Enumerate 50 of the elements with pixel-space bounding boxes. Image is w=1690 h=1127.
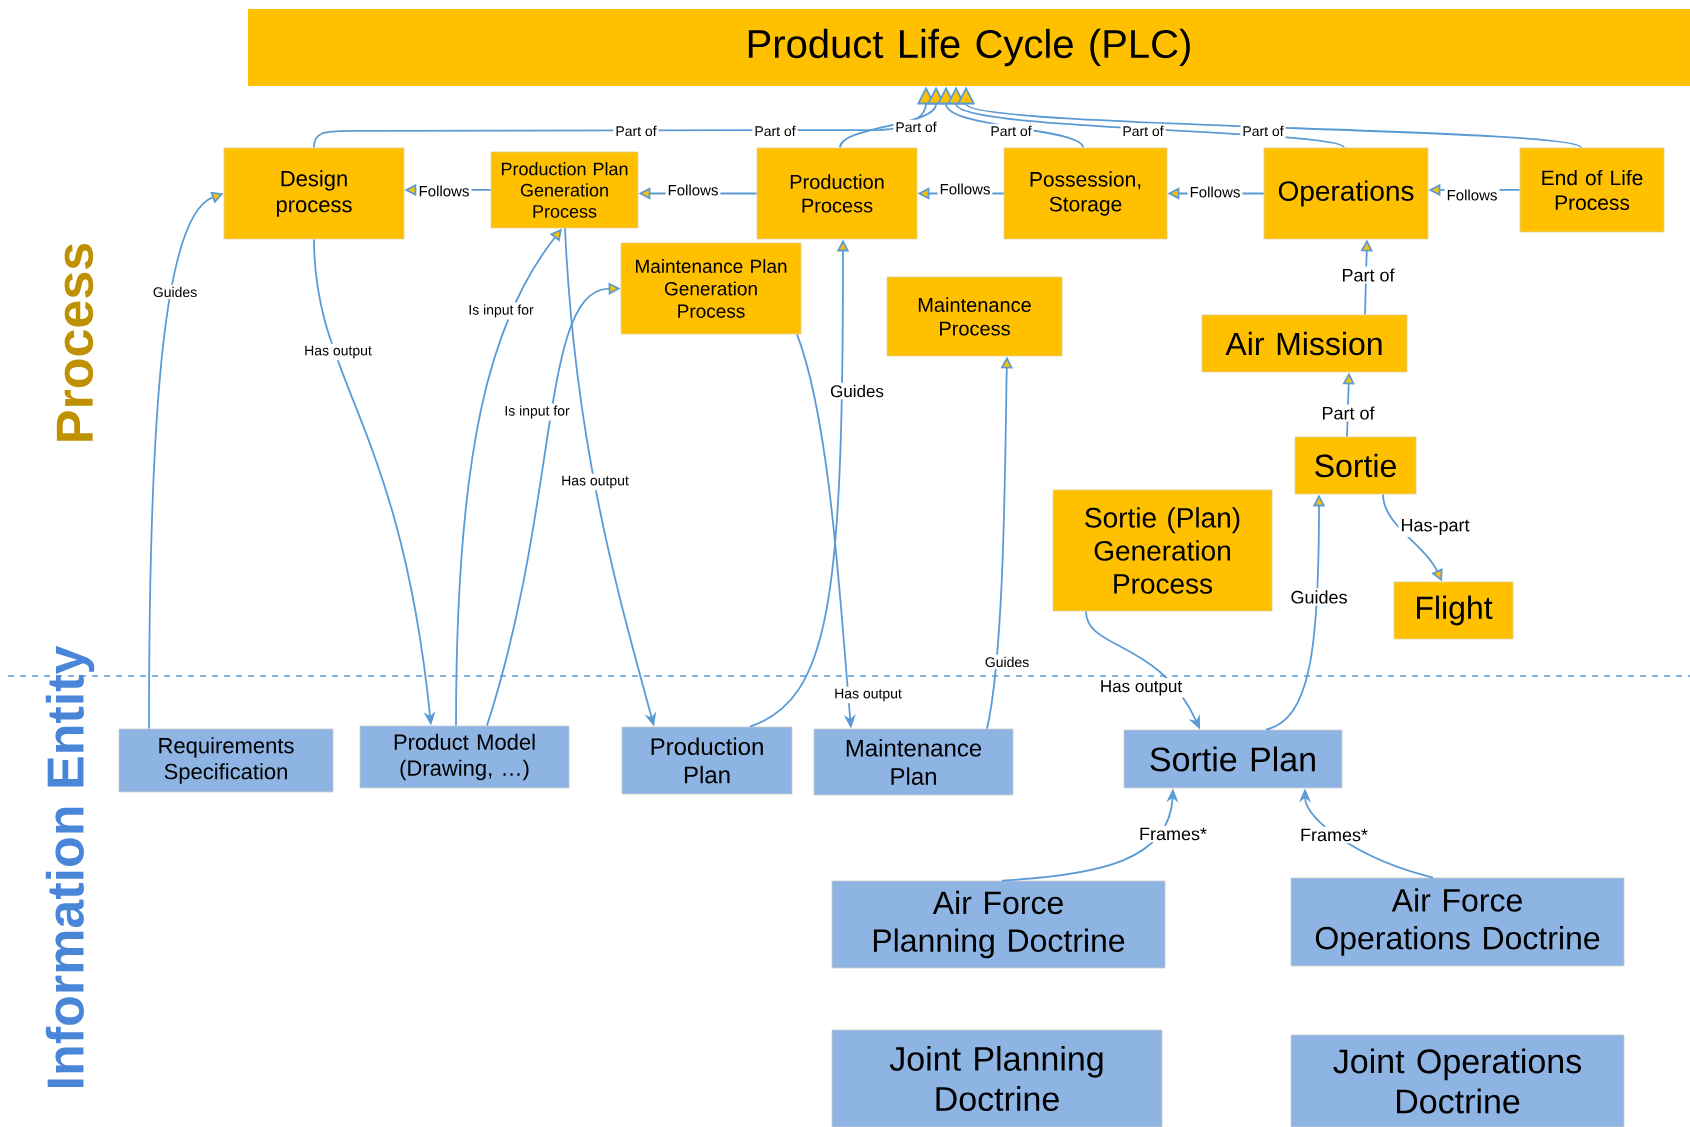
edge-label: Follows — [937, 181, 993, 197]
edge-label: Has output — [302, 343, 374, 361]
entity-box: Production Plan — [621, 726, 793, 795]
process-box: Air Mission — [1201, 314, 1408, 373]
entity-box: Air Force Operations Doctrine — [1290, 877, 1625, 967]
process-box: Production Process — [756, 147, 918, 240]
relation-label: Part of — [752, 123, 798, 139]
section-label: Process — [56, 243, 94, 441]
edge-label: Has-part — [1398, 516, 1472, 538]
edge-label: Is input for — [466, 302, 536, 320]
edge-label: Follows — [1187, 184, 1243, 200]
edge-label: Is input for — [502, 403, 572, 421]
process-box: Flight — [1393, 581, 1514, 640]
title-banner: Product Life Cycle (PLC) — [248, 9, 1690, 86]
process-box: Maintenance Process — [886, 276, 1063, 357]
process-box: Possession, Storage — [1003, 147, 1168, 240]
edge-label: Part of — [613, 123, 659, 139]
process-box: Production Plan Generation Process — [490, 151, 639, 229]
edge-label: Guides — [828, 382, 886, 400]
section-label: Information Entity — [45, 645, 95, 1087]
process-box: Design process — [223, 147, 405, 240]
edge-label: Part of — [1240, 123, 1286, 139]
entity-box: Air Force Planning Doctrine — [831, 880, 1166, 969]
edge-label: Part of — [1339, 266, 1397, 284]
process-box: Sortie — [1294, 436, 1417, 495]
edge-label: Follows — [416, 183, 472, 199]
edge-label: Guides — [1288, 588, 1350, 606]
entity-box: Product Model (Drawing, …) — [359, 725, 570, 789]
entity-box: Sortie Plan — [1123, 729, 1343, 789]
edge-label: Has output — [832, 686, 904, 704]
edge-label: Part of — [988, 123, 1034, 139]
edge-label: Part of — [1120, 123, 1166, 139]
entity-box: Joint Operations Doctrine — [1290, 1034, 1625, 1127]
process-box: End of Life Process — [1519, 147, 1665, 233]
edge-label: Frames* — [1298, 826, 1370, 844]
entity-box: Joint Planning Doctrine — [831, 1029, 1163, 1127]
edge-label: Guides — [982, 654, 1032, 670]
edge-label: Part of — [1319, 404, 1377, 422]
edge-label: Follows — [665, 182, 721, 198]
process-box: Sortie (Plan) Generation Process — [1052, 489, 1273, 612]
edge-label: Guides — [150, 284, 200, 300]
process-box: Maintenance Plan Generation Process — [620, 242, 802, 335]
edge-label: Has output — [559, 473, 631, 491]
entity-box: Requirements Specification — [118, 728, 334, 793]
edge-label: Follows — [1444, 187, 1500, 203]
process-box: Operations — [1263, 147, 1429, 240]
entity-box: Maintenance Plan — [813, 728, 1014, 796]
edge-label: Frames* — [1137, 825, 1209, 843]
edge-label: Has output — [1097, 678, 1185, 698]
edge-label: Part of — [893, 119, 939, 135]
